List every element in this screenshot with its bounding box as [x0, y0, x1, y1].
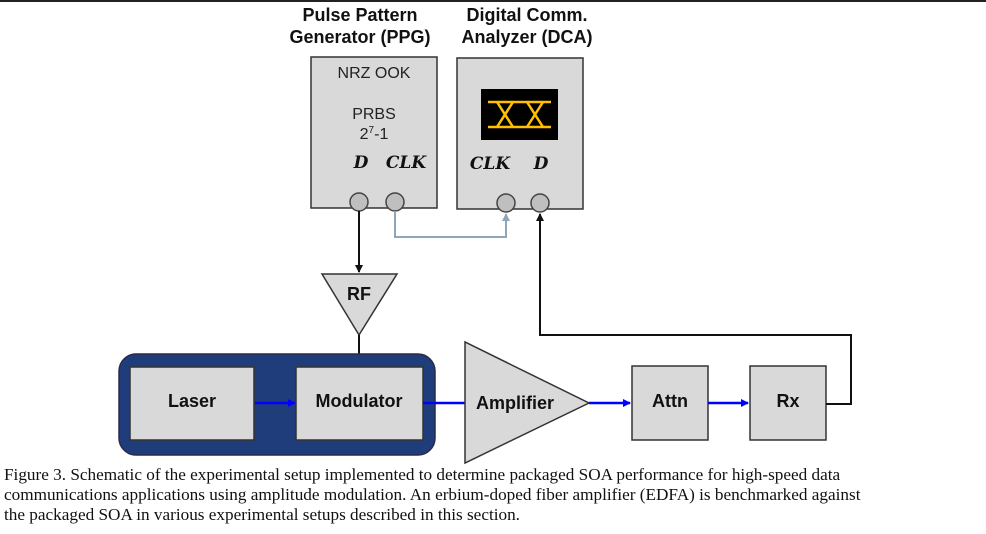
attenuator-label: Attn [652, 391, 688, 411]
ppg-modulation: NRZ OOK [338, 65, 411, 82]
laser-label: Laser [168, 391, 216, 411]
ppg-data-port-label: D [353, 153, 369, 173]
modulator-block: Modulator [295, 366, 424, 441]
amplifier-label: Amplifier [476, 393, 554, 413]
ppg-title-line1: Pulse Pattern [302, 5, 417, 25]
modulator-label: Modulator [316, 391, 403, 411]
amplifier-block: Amplifier [464, 340, 591, 465]
dca-title-line1: Digital Comm. [466, 5, 587, 25]
dca-clock-port[interactable] [496, 193, 516, 213]
ppg-box [310, 56, 438, 209]
caption-line-3: the packaged SOA in various experimental… [4, 505, 520, 524]
rx-to-dca-data-link [536, 213, 852, 405]
receiver-label: Rx [776, 391, 799, 411]
ppg-instrument: NRZ OOK PRBS 27-1 D CLK [310, 56, 438, 212]
eye-diagram-icon [481, 89, 558, 140]
rf-label: RF [347, 284, 371, 304]
dca-instrument: CLK D [456, 57, 584, 213]
clock-link [394, 211, 510, 238]
ppg-data-port[interactable] [349, 192, 369, 212]
dca-data-port[interactable] [530, 193, 550, 213]
ppg-title-line2: Generator (PPG) [289, 27, 430, 47]
dca-title-line2: Analyzer (DCA) [461, 27, 592, 47]
rf-amplifier: RF [320, 273, 399, 337]
top-border [0, 0, 986, 2]
caption-line-1: Figure 3. Schematic of the experimental … [4, 465, 841, 484]
laser-block: Laser [129, 366, 255, 441]
ppg-pattern-label: PRBS [352, 106, 396, 123]
attenuator-block: Attn [631, 365, 709, 441]
figure-caption: Figure 3. Schematic of the experimental … [4, 465, 984, 525]
ppg-pattern-value: 27-1 [360, 125, 389, 143]
dca-data-port-label: D [533, 154, 549, 174]
ppg-clock-port-label: CLK [386, 153, 427, 173]
receiver-block: Rx [749, 365, 827, 441]
ppg-clock-port[interactable] [385, 192, 405, 212]
setup-diagram: Pulse Pattern Generator (PPG) Digital Co… [118, 5, 852, 465]
dca-clock-port-label: CLK [470, 154, 511, 174]
caption-line-2: communications applications using amplit… [4, 485, 861, 504]
